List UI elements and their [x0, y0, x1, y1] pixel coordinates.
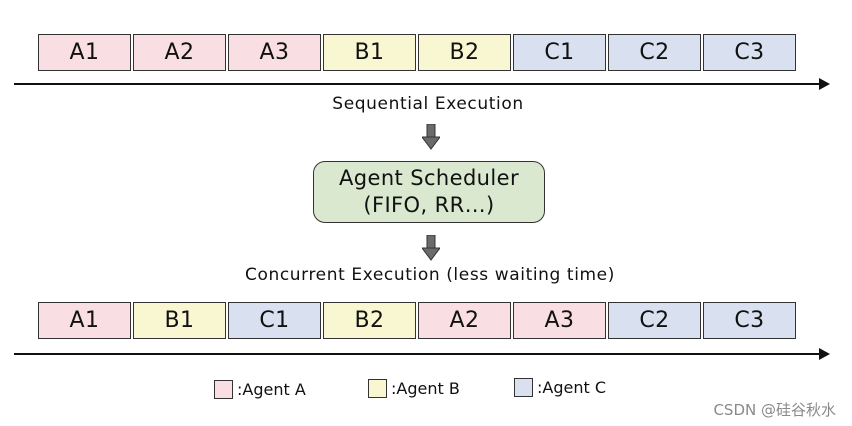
- legend-item-agent-c: :Agent C: [514, 378, 606, 397]
- legend-swatch: [368, 379, 387, 398]
- scheduler-title: Agent Scheduler: [339, 166, 519, 190]
- task-block: B2: [418, 34, 511, 71]
- legend: :Agent A :Agent B :Agent C: [0, 378, 852, 408]
- watermark: CSDN @硅谷秋水: [713, 401, 836, 419]
- concurrent-task-row: A1 B1 C1 B2 A2 A3 C2 C3: [38, 302, 796, 339]
- sequential-caption: Sequential Execution: [332, 94, 524, 114]
- down-arrow-icon: [422, 235, 440, 261]
- scheduler-policies: (FIFO, RR…): [363, 193, 495, 217]
- concurrent-caption: Concurrent Execution (less waiting time): [245, 265, 615, 285]
- task-block: A2: [133, 34, 226, 71]
- legend-swatch: [514, 378, 533, 397]
- legend-swatch: [214, 380, 233, 399]
- legend-item-agent-b: :Agent B: [368, 379, 460, 398]
- task-block: C1: [228, 302, 321, 339]
- task-block: A1: [38, 34, 131, 71]
- legend-label: :Agent C: [537, 378, 607, 397]
- task-block: A3: [513, 302, 606, 339]
- task-block: C2: [608, 34, 701, 71]
- task-block: C3: [703, 34, 796, 71]
- task-block: A3: [228, 34, 321, 71]
- task-block: A1: [38, 302, 131, 339]
- agent-scheduler-box: Agent Scheduler (FIFO, RR…): [313, 161, 545, 223]
- task-block: A2: [418, 302, 511, 339]
- task-block: C1: [513, 34, 606, 71]
- task-block: B1: [133, 302, 226, 339]
- legend-label: :Agent B: [391, 379, 460, 398]
- task-block: B2: [323, 302, 416, 339]
- task-block: C2: [608, 302, 701, 339]
- task-block: C3: [703, 302, 796, 339]
- legend-label: :Agent A: [237, 380, 306, 399]
- down-arrow-icon: [422, 124, 440, 150]
- task-block: B1: [323, 34, 416, 71]
- concurrent-timeline-arrow: [14, 348, 830, 360]
- sequential-task-row: A1 A2 A3 B1 B2 C1 C2 C3: [38, 34, 796, 71]
- sequential-timeline-arrow: [14, 78, 830, 90]
- legend-item-agent-a: :Agent A: [214, 380, 306, 399]
